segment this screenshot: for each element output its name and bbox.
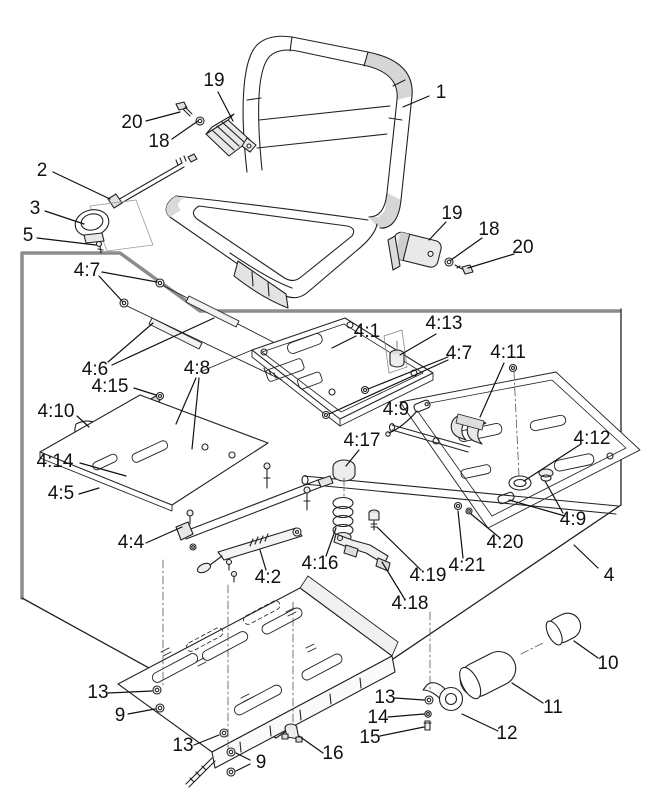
centerlines (162, 340, 546, 749)
callout-4-7-left: 4:7 (74, 260, 100, 281)
latch-lever (196, 527, 303, 583)
callout-4-13: 4:13 (426, 313, 463, 334)
callout-4-7-right: 4:7 (446, 343, 472, 364)
leader-lines (36, 91, 599, 772)
callout-4-15: 4:15 (92, 376, 129, 397)
callout-15: 15 (359, 727, 380, 748)
callout-4-1: 4:1 (354, 321, 380, 342)
bumper (383, 329, 408, 374)
callout-4-6: 4:6 (82, 359, 108, 380)
callout-4-9-mid: 4:9 (383, 399, 409, 420)
callout-9-mid: 9 (256, 752, 267, 773)
callout-11: 11 (543, 697, 563, 718)
suspension-frame (301, 363, 641, 529)
callout-5: 5 (23, 225, 34, 246)
slide-rail (175, 462, 334, 551)
callout-18-top: 18 (148, 131, 169, 152)
callout-13-left: 13 (87, 682, 108, 703)
seat-assembly (165, 35, 413, 309)
callout-12: 12 (496, 723, 517, 744)
callout-9-left: 9 (115, 705, 126, 726)
adjuster-rod (107, 153, 198, 209)
suspension-spring-group (332, 459, 391, 572)
bottom-fasteners (152, 685, 434, 788)
callout-4-4: 4:4 (118, 532, 145, 553)
callout-4-14: 4:14 (37, 451, 74, 472)
callout-20-top: 20 (121, 112, 142, 133)
callout-4-12: 4:12 (574, 428, 611, 449)
callout-4-2: 4:2 (255, 567, 281, 588)
callout-16: 16 (322, 743, 343, 764)
callout-19-top: 19 (203, 70, 224, 91)
knob (74, 199, 154, 254)
callout-4-17: 4:17 (344, 430, 381, 451)
callout-14: 14 (367, 707, 389, 728)
callout-4-10: 4:10 (38, 401, 75, 422)
callout-18-right: 18 (478, 219, 499, 240)
callout-19-right: 19 (441, 203, 462, 224)
callout-4-8: 4:8 (184, 358, 210, 379)
belt-retractor-right (387, 231, 474, 275)
base-plate (117, 575, 399, 769)
strap-and-rollers (422, 612, 582, 712)
callout-4-21: 4:21 (449, 555, 486, 576)
belt-bracket-top (175, 101, 257, 157)
callout-4-18: 4:18 (392, 593, 429, 614)
callout-4-11: 4:11 (490, 342, 526, 363)
callout-3: 3 (30, 198, 41, 219)
callout-13-right: 13 (374, 687, 395, 708)
callout-4-16: 4:16 (302, 553, 339, 574)
seat-plate (39, 317, 434, 512)
callout-4-9-right: 4:9 (560, 509, 586, 530)
callout-2: 2 (37, 160, 48, 181)
callout-4-20: 4:20 (487, 532, 524, 553)
callout-20-right: 20 (512, 237, 533, 258)
callout-4-5: 4:5 (48, 483, 74, 504)
callout-4: 4 (604, 565, 615, 586)
callout-1: 1 (436, 82, 447, 103)
callout-labels: 1 2 3 5 19 20 18 19 18 20 4:7 4:6 4:8 4:… (23, 70, 619, 773)
callout-13-mid: 13 (172, 735, 193, 756)
callout-10: 10 (597, 653, 618, 674)
callout-4-19: 4:19 (410, 565, 447, 586)
